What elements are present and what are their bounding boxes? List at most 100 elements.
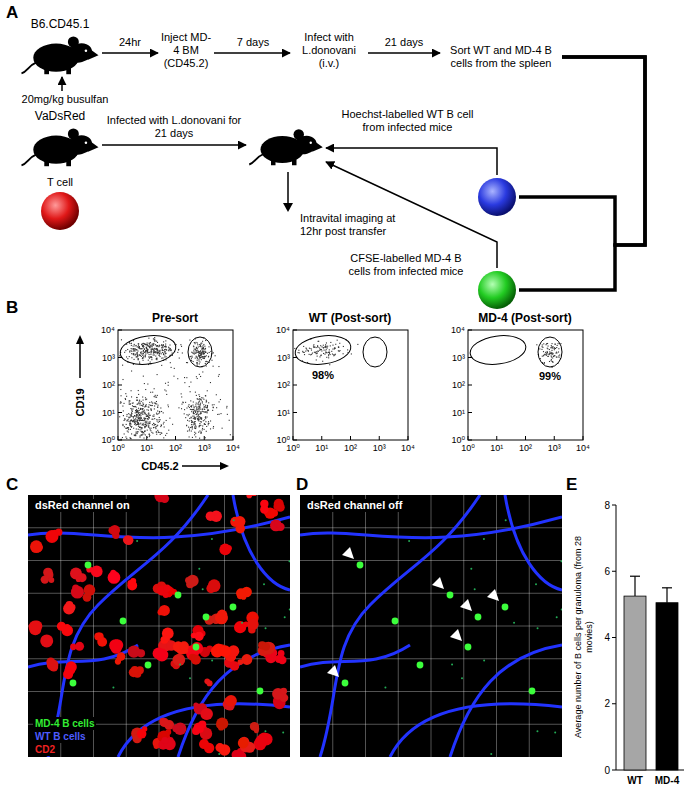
event-dot xyxy=(198,401,199,402)
event-dot xyxy=(335,348,336,349)
cell-circle: Hoechst-labelled WT B cell from infected… xyxy=(340,108,520,220)
tick-label: 10² xyxy=(169,443,182,453)
node-text: Intravital imaging at 12hr post transfer xyxy=(300,212,418,238)
event-dot xyxy=(168,430,169,431)
t-cell xyxy=(201,708,213,720)
axis-label: Average number of B cells per granuloma … xyxy=(572,530,594,745)
event-dot xyxy=(127,420,128,421)
event-dot xyxy=(193,412,194,413)
event-dot xyxy=(157,345,158,346)
event-dot xyxy=(134,435,135,436)
event-dot xyxy=(137,403,138,404)
event-dot xyxy=(188,415,189,416)
event-dot xyxy=(164,351,165,352)
event-dot xyxy=(548,345,549,346)
event-dot xyxy=(131,343,132,344)
event-dot xyxy=(206,407,207,408)
event-dot xyxy=(158,432,159,433)
plot-title: MD-4 (Post-sort) xyxy=(478,312,571,325)
event-dot xyxy=(133,402,134,403)
event-dot xyxy=(189,340,190,341)
event-dot xyxy=(543,355,544,356)
tick-mark xyxy=(496,436,497,440)
event-dot xyxy=(149,436,150,437)
event-dot xyxy=(198,360,199,361)
event-dot xyxy=(200,355,201,356)
event-dot xyxy=(191,427,192,428)
event-dot xyxy=(152,392,153,393)
event-dot xyxy=(136,345,137,346)
event-dot xyxy=(203,404,204,405)
t-cell xyxy=(194,722,204,732)
event-dot xyxy=(158,432,159,433)
event-dot xyxy=(328,355,329,356)
event-dot xyxy=(155,403,156,404)
event-dot xyxy=(135,424,136,425)
event-dot xyxy=(133,353,134,354)
event-dot xyxy=(193,406,194,407)
event-dot xyxy=(200,399,201,400)
event-dot xyxy=(137,431,138,432)
gate xyxy=(118,332,177,368)
event-dot xyxy=(145,418,146,419)
event-dot xyxy=(145,350,146,351)
event-dot xyxy=(208,421,209,422)
event-dot xyxy=(202,411,203,412)
md4-b-cell xyxy=(502,604,509,611)
event-dot xyxy=(199,398,200,399)
event-dot xyxy=(144,343,145,344)
event-dot xyxy=(145,424,146,425)
event-dot xyxy=(148,425,149,426)
tick-mark xyxy=(175,436,176,440)
event-dot xyxy=(124,352,125,353)
event-dot xyxy=(145,413,146,414)
event-dot xyxy=(148,412,149,413)
event-dot xyxy=(138,402,139,403)
event-dot xyxy=(200,343,201,344)
event-dot xyxy=(229,420,230,421)
event-dot xyxy=(549,351,550,352)
event-dot xyxy=(145,351,146,352)
event-dot xyxy=(159,412,160,413)
event-dot xyxy=(133,354,134,355)
event-dot xyxy=(133,420,134,421)
event-dot xyxy=(143,404,144,405)
event-dot xyxy=(199,353,200,354)
event-dot xyxy=(148,417,149,418)
event-dot xyxy=(196,352,197,353)
event-dot xyxy=(201,353,202,354)
event-dot xyxy=(131,438,132,439)
event-dot xyxy=(165,349,166,350)
event-dot xyxy=(155,344,156,345)
event-dot xyxy=(324,354,325,355)
event-dot xyxy=(161,432,162,433)
gate-percentage: 98% xyxy=(312,369,334,382)
event-dot xyxy=(139,418,140,419)
event-dot xyxy=(226,406,227,407)
tick-label: 10⁰ xyxy=(111,443,125,453)
event-dot xyxy=(134,406,135,407)
event-dot xyxy=(138,359,139,360)
event-dot xyxy=(143,418,144,419)
t-cell xyxy=(262,642,270,650)
event-dot xyxy=(196,409,197,410)
event-dot xyxy=(156,349,157,350)
event-dot xyxy=(143,424,144,425)
event-dot xyxy=(146,425,147,426)
event-dot xyxy=(303,352,304,353)
event-dot xyxy=(141,405,142,406)
cell-circle: T cell xyxy=(35,176,85,231)
event-dot xyxy=(144,426,145,427)
event-dot xyxy=(195,425,196,426)
gate xyxy=(188,337,212,367)
mouse-leg xyxy=(44,160,49,166)
event-dot xyxy=(153,351,154,352)
event-dot xyxy=(134,415,135,416)
event-dot xyxy=(151,359,152,360)
event-dot xyxy=(199,425,200,426)
error-bar xyxy=(634,576,635,596)
event-dot xyxy=(204,356,205,357)
event-dot xyxy=(338,347,339,348)
event-dot xyxy=(316,359,317,360)
event-dot xyxy=(208,356,209,357)
